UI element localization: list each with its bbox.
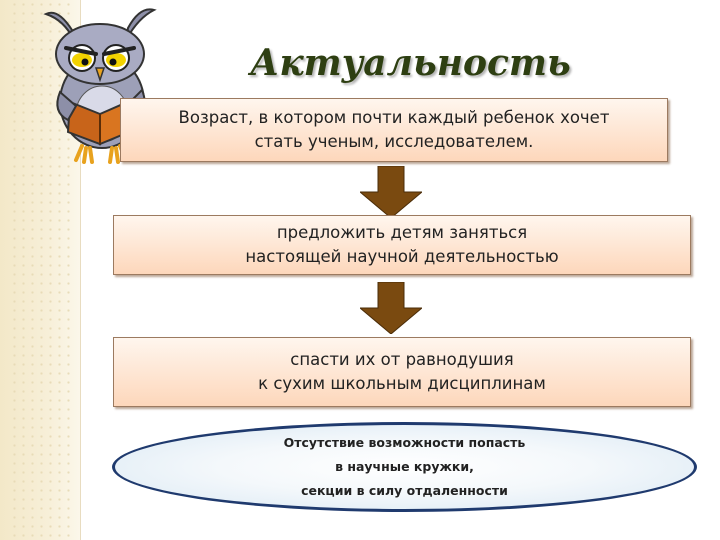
- problem-line-1: Отсутствие возможности попасть: [283, 435, 526, 450]
- age-statement-line-1: Возраст, в котором почти каждый ребенок …: [178, 108, 610, 127]
- slide-title: Актуальность: [250, 42, 571, 84]
- problem-ellipse: Отсутствие возможности попасть в научные…: [112, 422, 697, 512]
- age-statement-box: Возраст, в котором почти каждый ребенок …: [120, 98, 668, 162]
- scientific-activity-line-2: настоящей научной деятельностью: [245, 247, 559, 266]
- scientific-activity-line-1: предложить детям заняться: [276, 223, 528, 242]
- age-statement-line-2: стать ученым, исследователем.: [254, 132, 534, 151]
- indifference-box: спасти их от равнодушия к сухим школьным…: [113, 337, 691, 407]
- down-arrow-icon: [360, 282, 422, 334]
- problem-line-2: в научные кружки,: [335, 459, 474, 474]
- scientific-activity-box: предложить детям заняться настоящей науч…: [113, 215, 691, 275]
- indifference-line-2: к сухим школьным дисциплинам: [258, 374, 546, 393]
- indifference-line-1: спасти их от равнодушия: [290, 350, 514, 369]
- problem-line-3: секции в силу отдаленности: [301, 483, 508, 498]
- down-arrow-icon: [360, 166, 422, 218]
- dotted-pattern: [10, 0, 70, 540]
